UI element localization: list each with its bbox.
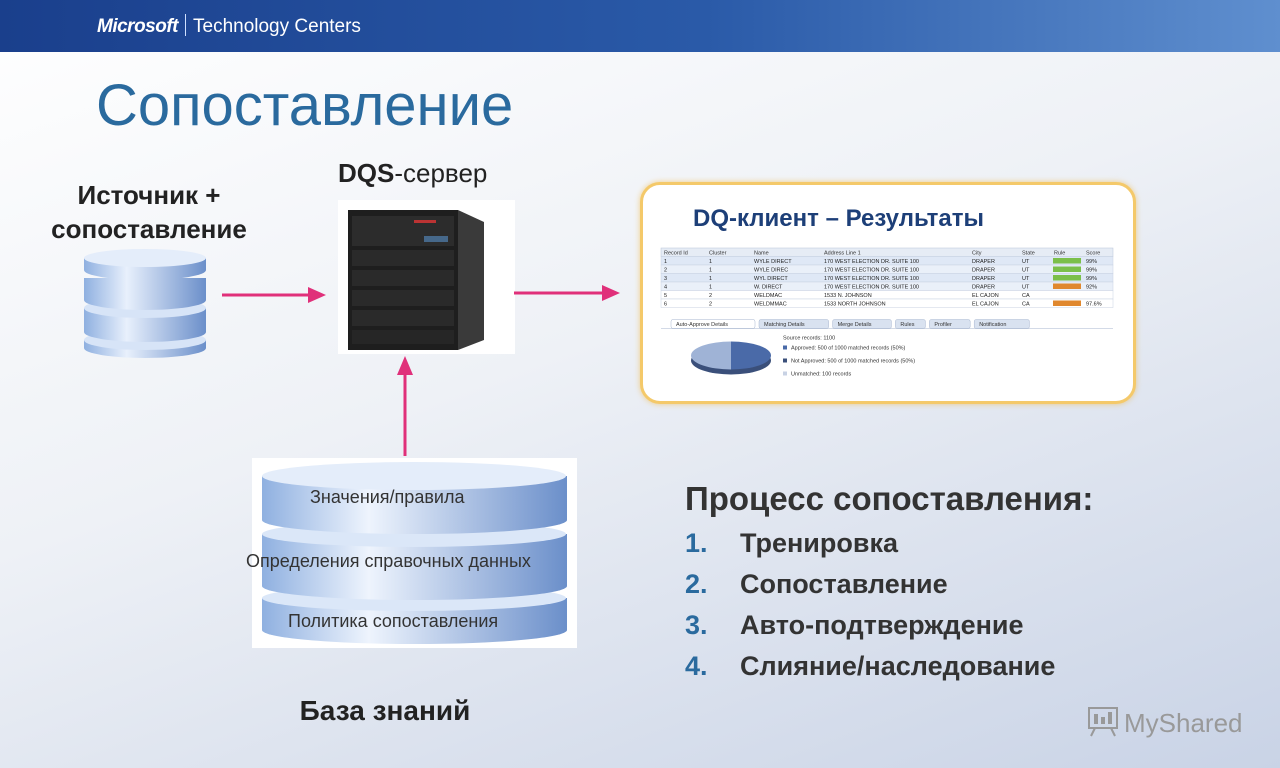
table-cell: 1533 NORTH JOHNSON	[824, 302, 886, 308]
brand-logo: Microsoft Technology Centers	[97, 14, 361, 38]
kb-layer-values-rules: Значения/правила	[310, 487, 464, 508]
table-cell: CA	[1022, 293, 1030, 299]
table-row	[661, 299, 1113, 308]
table-cell: WELDMMAC	[754, 302, 787, 308]
process-step: 4.Слияние/наследование	[685, 651, 1055, 692]
header-bar: Microsoft Technology Centers	[0, 0, 1280, 52]
table-cell: UT	[1022, 268, 1030, 274]
table-cell: 1	[664, 259, 667, 265]
results-screenshot: Record Id Cluster Name Address Line 1 City St…	[651, 243, 1121, 388]
table-header-row	[661, 248, 1113, 257]
table-cell: 92%	[1086, 285, 1097, 291]
table-cell: EL CAJON	[972, 302, 999, 308]
process-title: Процесс сопоставления:	[685, 480, 1093, 518]
kb-layer-reference-data: Определения справочных данных	[246, 551, 531, 572]
brand-technology-centers: Technology Centers	[193, 16, 361, 37]
table-cell: 1533 N. JOHNSON	[824, 293, 872, 299]
table-cell: DRAPER	[972, 268, 995, 274]
rule-indicator	[1053, 258, 1081, 264]
table-header-cell: Name	[754, 251, 769, 257]
table-cell: 99%	[1086, 259, 1097, 265]
table-cell: UT	[1022, 276, 1030, 282]
results-tab-label: Matching Details	[764, 322, 805, 328]
table-cell: 2	[664, 268, 667, 274]
process-steps-list: 1.Тренировка 2.Сопоставление 3.Авто-подт…	[685, 528, 1055, 692]
legend-unmatched-swatch	[783, 372, 787, 376]
table-cell: EL CAJON	[972, 293, 999, 299]
process-step: 3.Авто-подтверждение	[685, 610, 1055, 651]
rule-indicator	[1053, 292, 1081, 298]
rule-indicator	[1053, 284, 1081, 290]
table-cell: WELDMAC	[754, 293, 782, 299]
stat-source-records: Source records: 1100	[783, 336, 835, 342]
rule-indicator	[1053, 267, 1081, 273]
table-cell: CA	[1022, 302, 1030, 308]
table-cell: DRAPER	[972, 259, 995, 265]
dq-client-title: DQ-клиент – Результаты	[693, 205, 984, 233]
stat-unmatched: Unmatched: 100 records	[791, 372, 851, 378]
table-cell: UT	[1022, 285, 1030, 291]
presentation-board-icon	[1086, 704, 1120, 738]
table-cell: 1	[709, 276, 712, 282]
arrow-server-to-client	[512, 282, 624, 304]
table-cell: WYL DIRECT	[754, 276, 788, 282]
table-cell: 170 WEST ELECTION DR. SUITE 100	[824, 276, 919, 282]
table-header-cell: Score	[1086, 251, 1100, 257]
arrow-source-to-server	[220, 284, 330, 306]
table-cell: 4	[664, 285, 667, 291]
myshared-watermark: MyShared	[1086, 704, 1243, 739]
process-step: 2.Сопоставление	[685, 569, 1055, 610]
brand-microsoft: Microsoft	[97, 16, 178, 37]
table-cell: WYLE DIREC	[754, 268, 788, 274]
knowledge-base-label: База знаний	[250, 695, 520, 727]
table-cell: 99%	[1086, 268, 1097, 274]
table-row	[661, 291, 1113, 300]
kb-layer-matching-policy: Политика сопоставления	[288, 611, 498, 632]
table-cell: 3	[664, 276, 667, 282]
table-cell: DRAPER	[972, 285, 995, 291]
table-cell: WYLE DIRECT	[754, 259, 792, 265]
arrow-kb-to-server	[394, 353, 416, 458]
table-cell: W. DIRECT	[754, 285, 783, 291]
table-header-cell: Address Line 1	[824, 251, 861, 257]
table-cell: 170 WEST ELECTION DR. SUITE 100	[824, 285, 919, 291]
table-cell: 2	[709, 302, 712, 308]
results-tab-label: Profiler	[934, 322, 952, 328]
results-tab-label: Merge Details	[838, 322, 872, 328]
rule-indicator	[1053, 301, 1081, 307]
table-cell: 6	[664, 302, 667, 308]
table-cell: 1	[709, 268, 712, 274]
results-tab-label: Notification	[979, 322, 1006, 328]
table-cell: 5	[664, 293, 667, 299]
table-cell: 170 WEST ELECTION DR. SUITE 100	[824, 259, 919, 265]
source-label: Источник + сопоставление	[30, 178, 268, 246]
rule-indicator	[1053, 275, 1081, 281]
legend-approved-swatch	[783, 346, 787, 350]
table-cell: 97.6%	[1086, 302, 1102, 308]
legend-not-approved-swatch	[783, 359, 787, 363]
results-tab-label: Auto-Approve Details	[676, 322, 728, 328]
stat-not-approved: Not Approved: 500 of 1000 matched record…	[791, 359, 915, 365]
dqs-server-label: DQS-сервер	[338, 158, 487, 189]
source-database-icon	[78, 248, 212, 364]
table-cell: 1	[709, 285, 712, 291]
server-icon	[338, 200, 515, 354]
stat-approved: Approved: 500 of 1000 matched records (5…	[791, 346, 906, 352]
table-header-cell: State	[1022, 251, 1035, 257]
brand-divider	[185, 14, 186, 36]
table-cell: DRAPER	[972, 276, 995, 282]
page-title: Сопоставление	[96, 72, 513, 139]
process-step: 1.Тренировка	[685, 528, 1055, 569]
table-header-cell: Rule	[1054, 251, 1065, 257]
table-header-cell: Cluster	[709, 251, 727, 257]
table-cell: 1	[709, 259, 712, 265]
table-cell: 170 WEST ELECTION DR. SUITE 100	[824, 268, 919, 274]
table-header-cell: Record Id	[664, 251, 688, 257]
table-header-cell: City	[972, 251, 982, 257]
table-cell: UT	[1022, 259, 1030, 265]
table-cell: 99%	[1086, 276, 1097, 282]
results-tab-label: Rules	[900, 322, 914, 328]
table-cell: 2	[709, 293, 712, 299]
